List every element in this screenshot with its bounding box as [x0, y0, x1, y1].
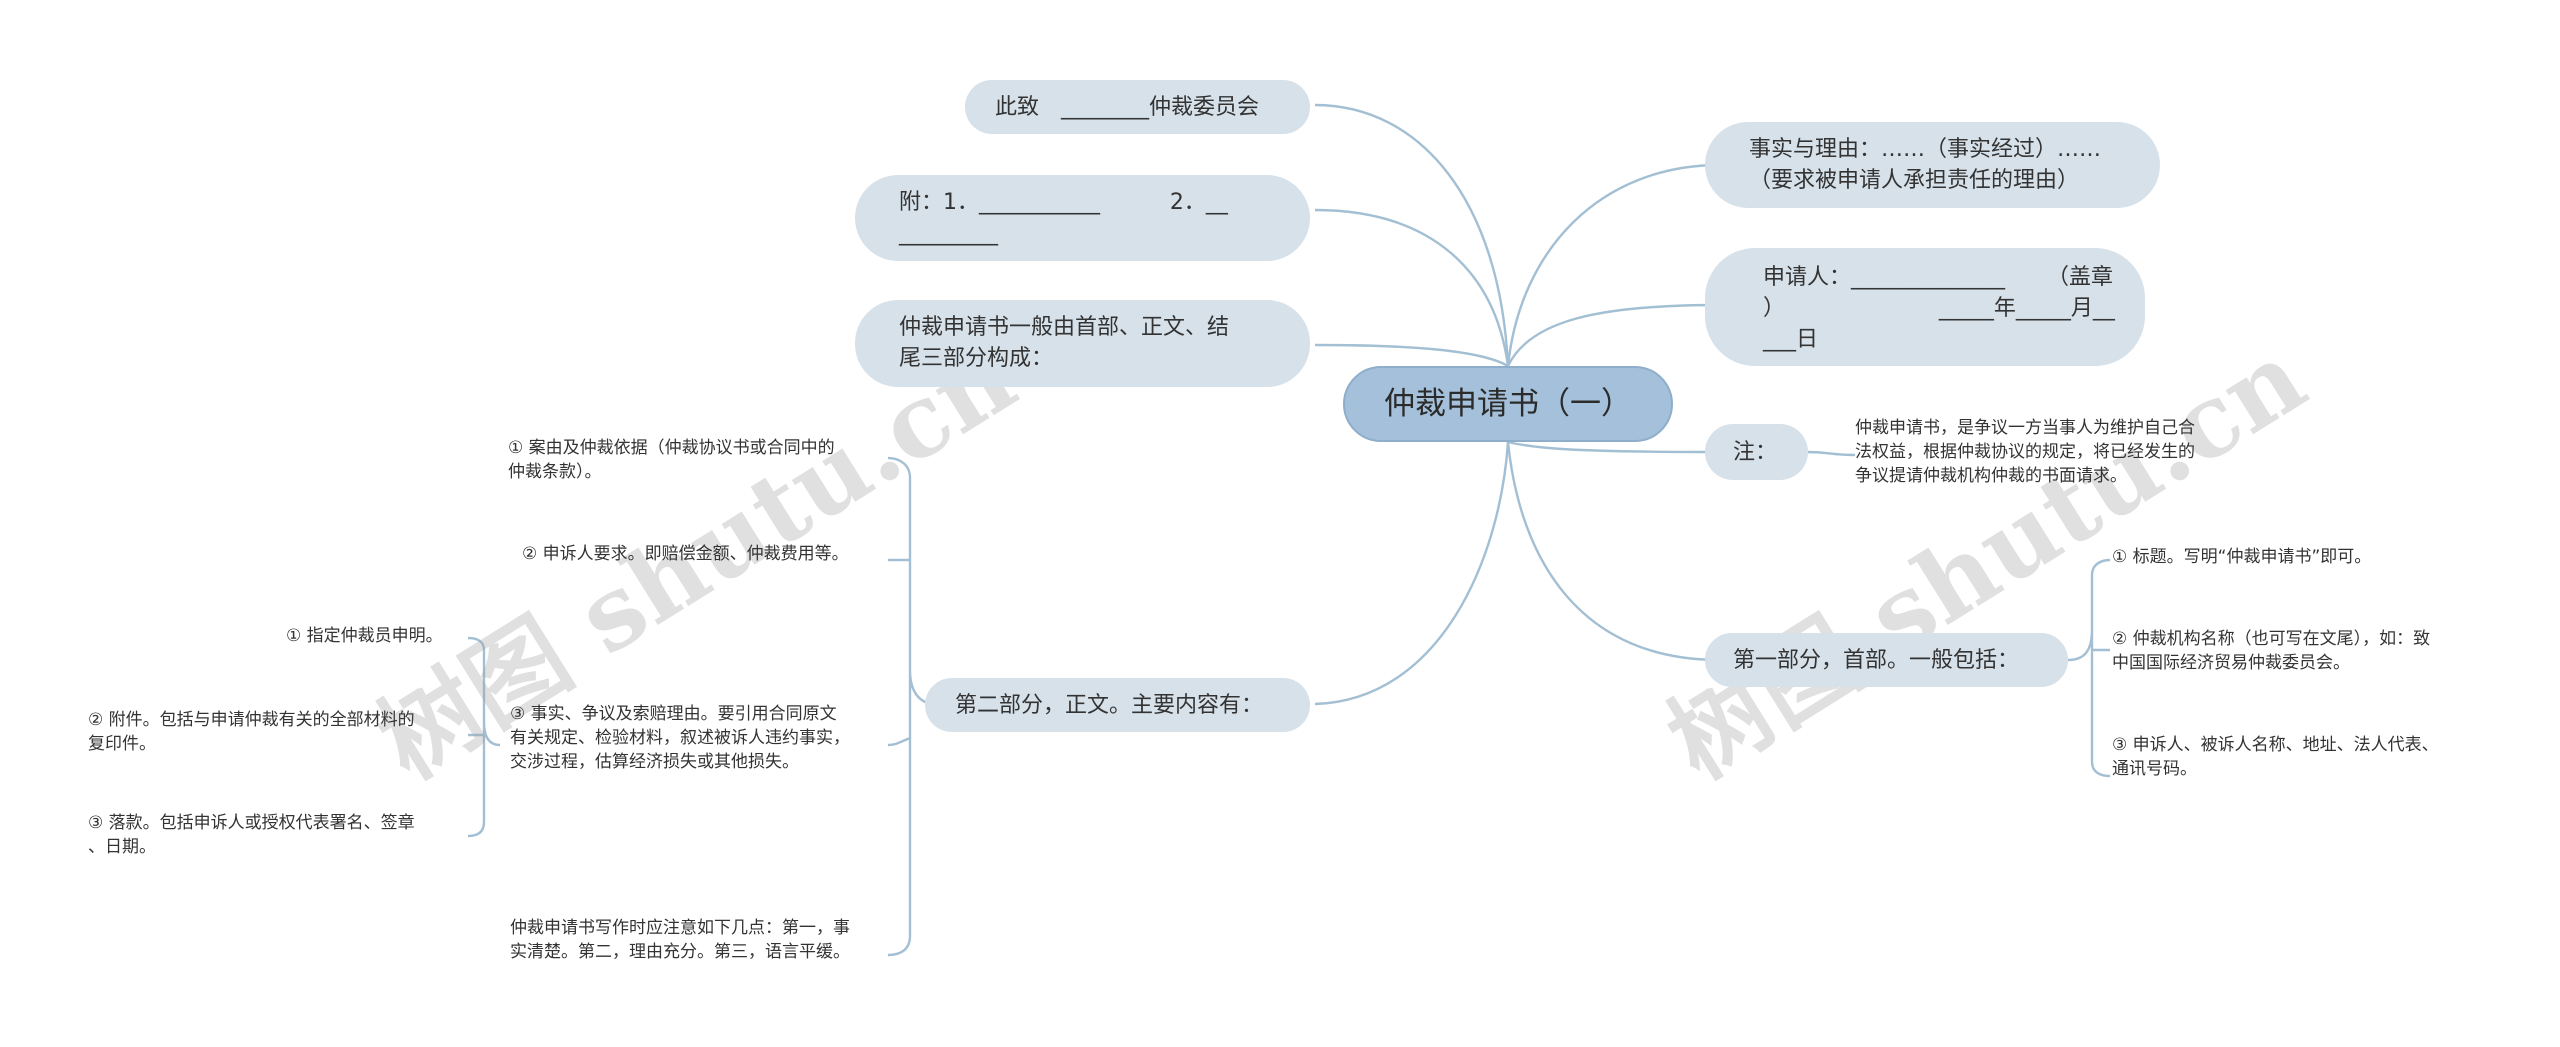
body-part-node[interactable]: 第二部分，正文。主要内容有：: [925, 678, 1310, 732]
link-root-structure: [1314, 343, 1509, 368]
head-item: ② 仲裁机构名称（也可写在文尾），如：致 中国国际经济贸易仲裁委员会。: [2112, 629, 2431, 673]
link-root-closing: [1314, 103, 1510, 367]
link-note-text: [1807, 450, 1856, 457]
facts-node[interactable]: 事实与理由：……（事实经过）…… （要求被申请人承担责任的理由）: [1705, 122, 2160, 208]
structure-node[interactable]: 仲裁申请书一般由首部、正文、结 尾三部分构成：: [855, 300, 1310, 387]
applicant-node[interactable]: 申请人：______________ （盖章 ） _____年_____月__ …: [1705, 248, 2145, 366]
bracket-body: [887, 456, 937, 957]
sub-item: ② 附件。包括与申请仲裁有关的全部材料的 复印件。: [88, 710, 415, 754]
body-item: ① 案由及仲裁依据（仲裁协议书或合同中的 仲裁条款）。: [508, 438, 835, 482]
link-root-head: [1506, 441, 1721, 662]
root-node[interactable]: 仲裁申请书（一）: [1343, 366, 1673, 442]
link-root-body: [1314, 441, 1510, 706]
sub-item: ③ 落款。包括申诉人或授权代表署名、签章 、日期。: [88, 813, 415, 857]
link-root-attachment: [1314, 208, 1510, 367]
link-root-note: [1507, 440, 1721, 454]
body-item: ② 申诉人要求。即赔偿金额、仲裁费用等。: [522, 544, 849, 564]
sub-item: ① 指定仲裁员申明。: [286, 626, 443, 646]
attachment-node[interactable]: 附：1．___________ 2．__ _________: [855, 175, 1310, 261]
closing-node[interactable]: 此致 ________仲裁委员会: [965, 80, 1310, 134]
bracket-sub: [467, 636, 501, 838]
body-item: ③ 事实、争议及索赔理由。要引用合同原文 有关规定、检验材料，叙述被诉人违约事实…: [510, 704, 850, 772]
link-root-applicant: [1506, 303, 1721, 367]
note-node[interactable]: 注：: [1705, 424, 1808, 480]
bracket-head: [2067, 558, 2111, 778]
head-item: ① 标题。写明“仲裁申请书”即可。: [2112, 547, 2372, 567]
head-item: ③ 申诉人、被诉人名称、地址、法人代表、 通讯号码。: [2112, 735, 2439, 779]
body-item: 仲裁申请书写作时应注意如下几点：第一，事 实清楚。第二，理由充分。第三，语言平缓…: [510, 918, 850, 962]
note-text: 仲裁申请书，是争议一方当事人为维护自己合 法权益，根据仲裁协议的规定，将已经发生…: [1855, 418, 2195, 486]
link-root-facts: [1506, 163, 1721, 367]
head-part-node[interactable]: 第一部分，首部。一般包括：: [1705, 633, 2068, 687]
